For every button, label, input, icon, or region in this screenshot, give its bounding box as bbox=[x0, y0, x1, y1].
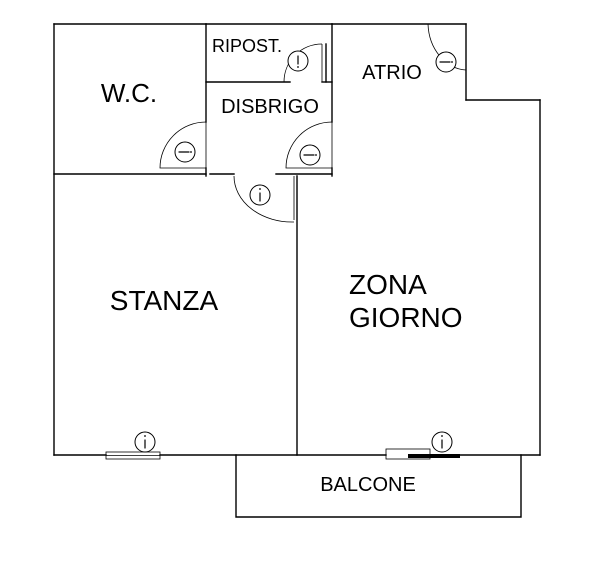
room-label-balcone: BALCONE bbox=[320, 474, 416, 496]
symbol-stanza-door bbox=[249, 184, 271, 206]
room-label-stanza: STANZA bbox=[110, 285, 219, 316]
symbol-zona-giorno-window bbox=[431, 431, 453, 453]
symbol-stanza-window bbox=[134, 431, 156, 453]
symbol-disbrigo bbox=[299, 144, 321, 166]
room-label-wc: W.C. bbox=[101, 78, 157, 108]
door-stanza bbox=[233, 175, 295, 223]
symbol-ripost bbox=[287, 50, 309, 72]
symbol-atrio bbox=[435, 51, 457, 73]
room-label-zona: ZONA bbox=[349, 269, 427, 300]
room-label-ripostiglio: RIPOST. bbox=[212, 36, 282, 56]
room-label-disbrigo: DISBRIGO bbox=[221, 96, 319, 118]
windows bbox=[105, 448, 460, 460]
room-label-atrio: ATRIO bbox=[362, 62, 422, 84]
symbol-wc bbox=[174, 141, 196, 163]
room-label-giorno: GIORNO bbox=[349, 302, 463, 333]
door-disbrigo bbox=[285, 121, 333, 169]
balcony bbox=[235, 454, 522, 518]
door-wc bbox=[159, 121, 207, 169]
walls bbox=[53, 23, 541, 456]
